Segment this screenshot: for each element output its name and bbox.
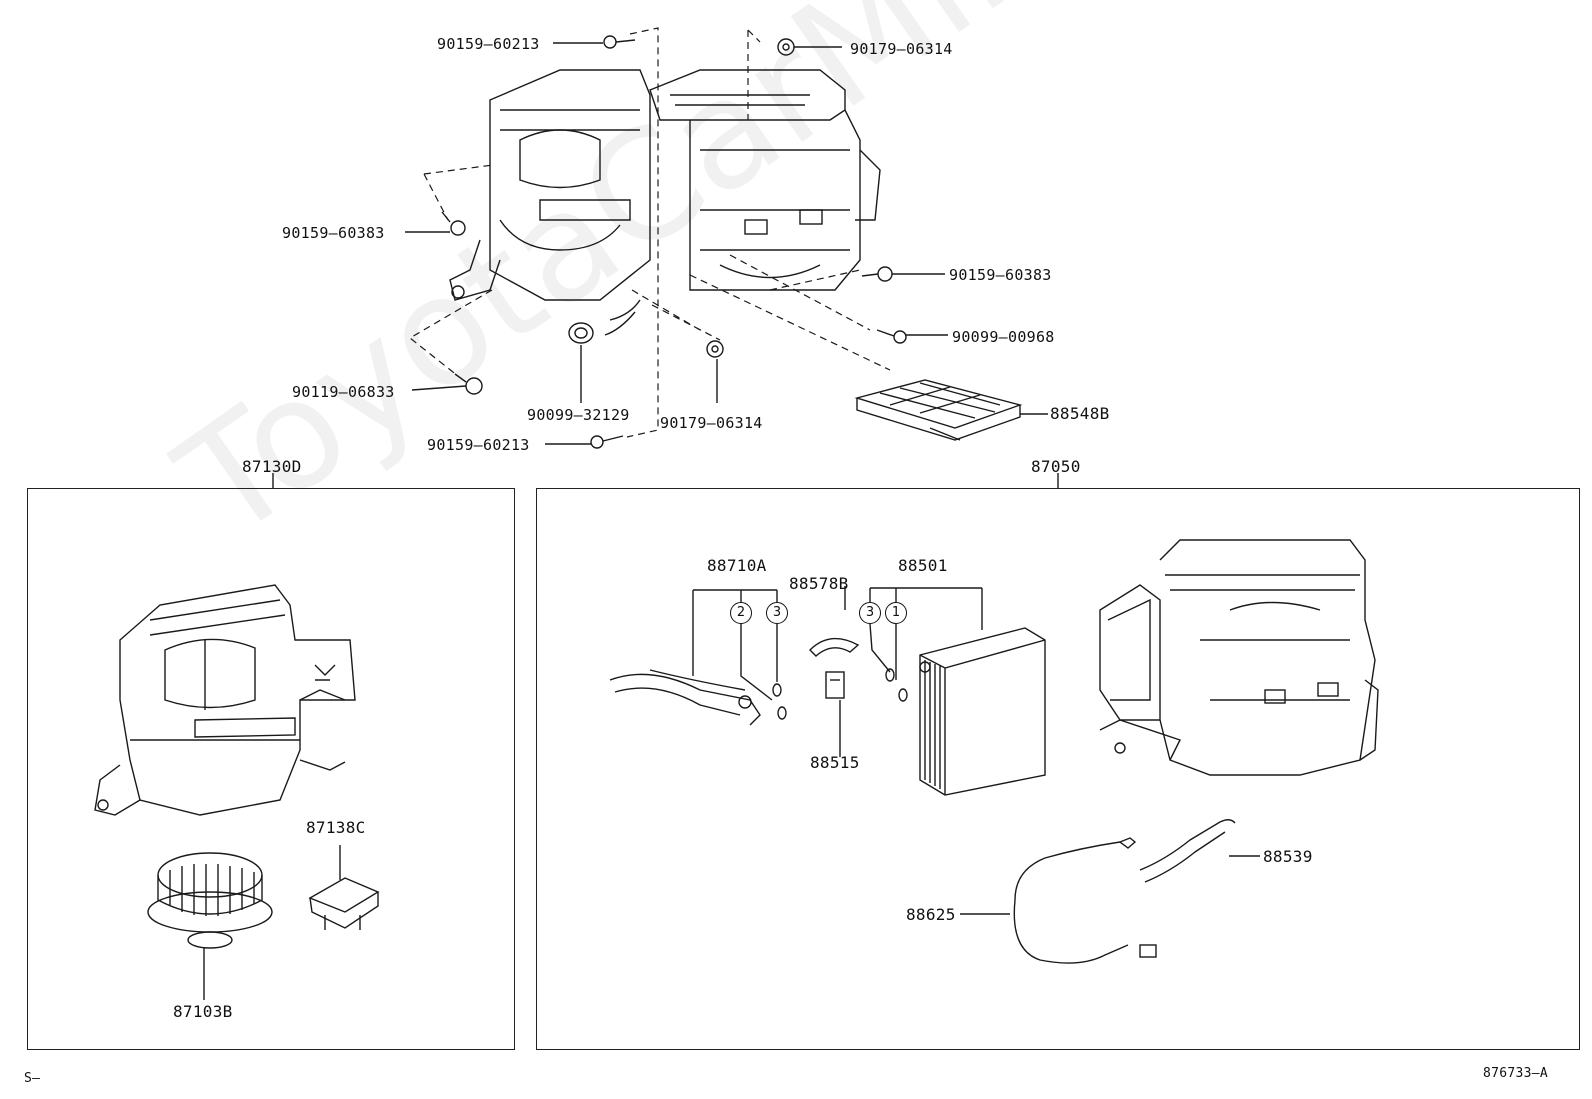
blower-housing-drawing bbox=[94, 584, 356, 816]
page-mark: S– bbox=[24, 1071, 41, 1086]
heater-unit-drawing bbox=[1099, 539, 1379, 776]
part-label-90179-06314-top[interactable]: 90179–06314 bbox=[850, 40, 953, 58]
box-title-87050[interactable]: 87050 bbox=[1031, 457, 1081, 476]
blower-motor-drawing bbox=[147, 852, 273, 1000]
part-label-88578B[interactable]: 88578B bbox=[789, 574, 849, 593]
part-label-88710A[interactable]: 88710A bbox=[707, 556, 767, 575]
heater-assembly-drawing bbox=[449, 69, 881, 336]
circle-callout-2: 2 bbox=[730, 602, 752, 624]
part-label-88501[interactable]: 88501 bbox=[898, 556, 948, 575]
part-label-88539[interactable]: 88539 bbox=[1263, 847, 1313, 866]
part-label-90159-60383-right[interactable]: 90159–60383 bbox=[949, 266, 1052, 284]
wire-harness-drawing bbox=[1013, 837, 1157, 964]
circle-callout-3a: 3 bbox=[766, 602, 788, 624]
part-label-90159-60213-bottom[interactable]: 90159–60213 bbox=[427, 436, 530, 454]
evaporator-drawing bbox=[919, 627, 1046, 796]
leader-lines-top bbox=[405, 42, 1048, 445]
right-box-leaders bbox=[692, 586, 1260, 915]
part-label-90179-06314-bottom[interactable]: 90179–06314 bbox=[660, 414, 763, 432]
circle-callout-1: 1 bbox=[885, 602, 907, 624]
fasteners-top bbox=[441, 35, 907, 449]
resistor-drawing bbox=[308, 845, 380, 930]
part-label-88625[interactable]: 88625 bbox=[906, 905, 956, 924]
diagram-reference: 876733–A bbox=[1483, 1066, 1549, 1081]
box-title-87130D[interactable]: 87130D bbox=[242, 457, 302, 476]
circle-callout-3b: 3 bbox=[859, 602, 881, 624]
part-label-90159-60383-left[interactable]: 90159–60383 bbox=[282, 224, 385, 242]
part-label-88515[interactable]: 88515 bbox=[810, 753, 860, 772]
drain-hose-drawing bbox=[1139, 819, 1236, 883]
part-label-87103B[interactable]: 87103B bbox=[173, 1002, 233, 1021]
pipes-drawing bbox=[609, 669, 787, 726]
part-label-90119-06833[interactable]: 90119–06833 bbox=[292, 383, 395, 401]
part-label-90099-32129[interactable]: 90099–32129 bbox=[527, 406, 630, 424]
seal-and-sensor-drawing bbox=[809, 637, 908, 702]
dashed-guides bbox=[408, 27, 891, 438]
part-label-90159-60213-top[interactable]: 90159–60213 bbox=[437, 35, 540, 53]
part-label-88548B[interactable]: 88548B bbox=[1050, 404, 1110, 423]
blower-assembly-box bbox=[27, 488, 515, 1050]
part-label-87138C[interactable]: 87138C bbox=[306, 818, 366, 837]
filter-drawing bbox=[854, 379, 1023, 441]
heater-radiator-box bbox=[536, 488, 1580, 1050]
part-label-90099-00968[interactable]: 90099–00968 bbox=[952, 328, 1055, 346]
